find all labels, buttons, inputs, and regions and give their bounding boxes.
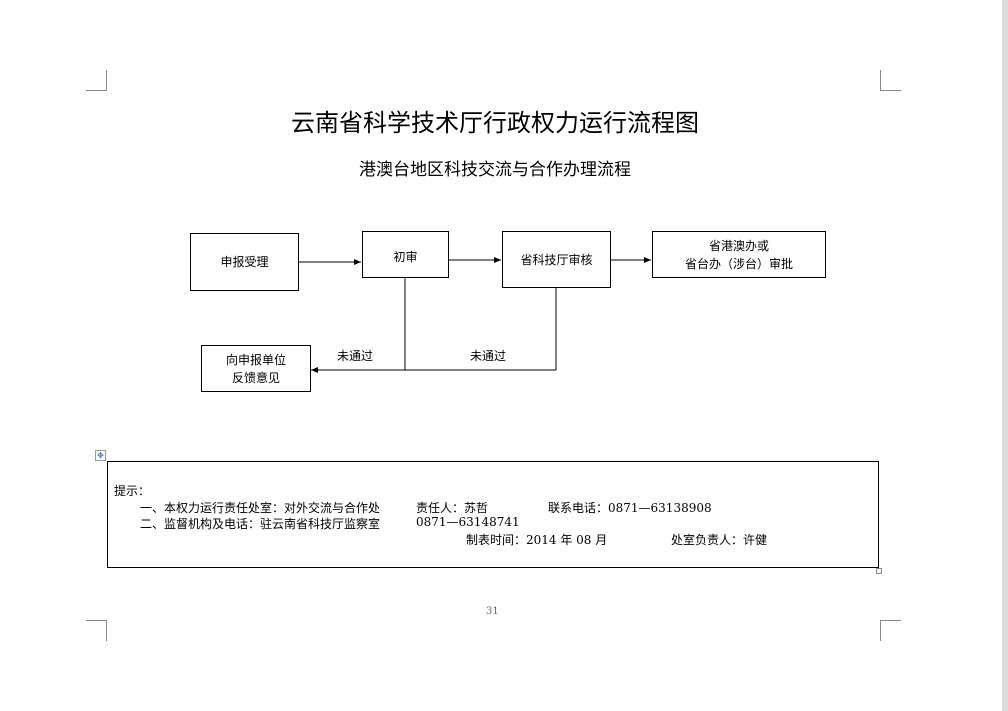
table-move-handle-icon[interactable]: ✥ [95, 450, 106, 461]
step-label: 省科技厅审核 [520, 252, 593, 267]
step-label: 申报受理 [220, 255, 269, 269]
page-number: 31 [486, 606, 499, 617]
reject-label: 未通过 [337, 349, 374, 363]
notes-owner: 责任人：苏哲 [416, 501, 489, 515]
step-label: 初审 [393, 250, 418, 264]
notes-head: 处室负责人：许健 [671, 533, 768, 547]
step-label: 省港澳办或 [708, 238, 769, 253]
page-subtitle: 港澳台地区科技交流与合作办理流程 [359, 160, 631, 180]
step-initial-review: 初审 [362, 231, 449, 278]
step-feedback: 向申报单位反馈意见 [201, 345, 311, 392]
notes-phone: 联系电话：0871—63138908 [548, 501, 712, 515]
crop-mark [86, 620, 107, 641]
step-label: 省台办（涉台）审批 [684, 256, 793, 271]
notes-line1: 一、本权力运行责任处室：对外交流与合作处 [140, 501, 381, 515]
notes-line2-phone: 0871—63148741 [416, 515, 520, 529]
reject-label: 未通过 [470, 349, 507, 363]
step-department-review: 省科技厅审核 [502, 231, 611, 288]
notes-date: 制表时间：2014 年 08 月 [466, 533, 608, 547]
notes-line2: 二、监督机构及电话：驻云南省科技厅监察室 [140, 517, 381, 531]
crop-mark [880, 620, 901, 641]
table-resize-handle[interactable] [876, 568, 882, 574]
crop-mark [880, 70, 901, 91]
crop-mark [86, 70, 107, 91]
notes-heading: 提示： [114, 484, 151, 498]
page-title: 云南省科学技术厅行政权力运行流程图 [291, 109, 699, 137]
scrollbar[interactable] [1002, 0, 1008, 711]
step-label: 反馈意见 [231, 370, 280, 385]
step-label: 向申报单位 [225, 352, 286, 367]
step-apply: 申报受理 [190, 233, 299, 291]
notes-box: 提示： 一、本权力运行责任处室：对外交流与合作处 责任人：苏哲 联系电话：087… [107, 461, 879, 568]
step-approval: 省港澳办或省台办（涉台）审批 [652, 231, 826, 278]
